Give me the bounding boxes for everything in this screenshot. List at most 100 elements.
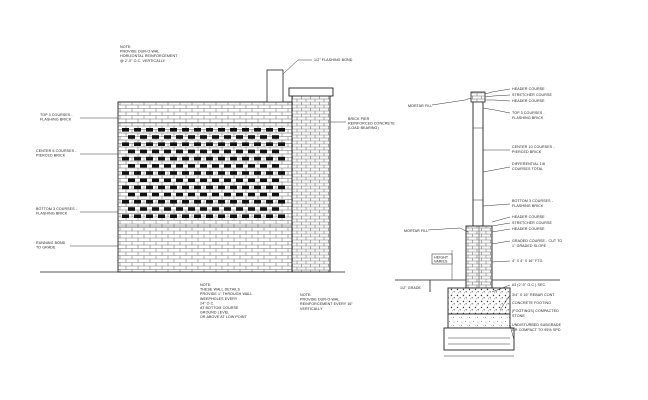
pierced-opening (230, 185, 237, 190)
section-wall-stem (472, 99, 484, 227)
pierced-opening (266, 171, 273, 175)
svg-text:#3 (2'-0" O.C.) SEC.: #3 (2'-0" O.C.) SEC. (512, 283, 546, 287)
subgrade-hatch (448, 337, 510, 345)
pierced-opening (194, 185, 201, 190)
pierced-opening (260, 164, 267, 168)
label-pier: BRICK PIER REINFORCED CONCRETE (LOAD BEA… (348, 117, 396, 130)
pierced-opening (170, 214, 177, 218)
mortar-fill-bottom-leader (427, 227, 469, 233)
pierced-opening (170, 185, 177, 190)
pierced-opening (254, 200, 261, 204)
pierced-opening (122, 185, 129, 190)
pierced-opening (218, 214, 225, 218)
pierced-opening (224, 164, 231, 168)
pierced-opening (218, 171, 225, 175)
pierced-opening (170, 200, 177, 204)
height-label-box (431, 253, 453, 265)
pierced-opening (170, 171, 177, 175)
pierced-opening (272, 149, 279, 154)
pierced-opening (236, 178, 243, 182)
pierced-opening (152, 149, 159, 154)
pierced-opening (260, 135, 267, 139)
pierced-opening (176, 164, 183, 168)
pierced-opening (224, 135, 231, 139)
pierced-opening (266, 156, 273, 161)
pierced-opening (272, 135, 279, 139)
svg-text:1" GRADED SLOPE: 1" GRADED SLOPE (512, 244, 547, 248)
svg-text:STRETCHER COURSE: STRETCHER COURSE (512, 93, 552, 97)
pierced-opening (236, 149, 243, 154)
pierced-opening (254, 142, 261, 146)
pierced-opening (188, 164, 195, 168)
pierced-opening (152, 178, 159, 182)
pierced-opening (254, 214, 261, 218)
pierced-opening (182, 214, 189, 218)
svg-text:(FOOTINGS) COMPACTED: (FOOTINGS) COMPACTED (512, 309, 559, 313)
svg-text:CONCRETE FOOTING: CONCRETE FOOTING (512, 301, 551, 305)
pierced-opening (248, 149, 255, 154)
pierced-opening (206, 185, 213, 190)
pierced-opening (146, 156, 153, 161)
pierced-opening (218, 156, 225, 161)
svg-text:HEADER COURSE: HEADER COURSE (512, 87, 545, 91)
pierced-opening (230, 156, 237, 161)
pierced-opening (230, 128, 237, 132)
section-labels-low: BOTTOM 3 COURSES - FLASHING BRICK HEADER… (482, 199, 562, 248)
pierced-opening (188, 135, 195, 139)
pierced-opening (188, 207, 195, 211)
pierced-opening (164, 192, 171, 197)
section-labels-top: HEADER COURSE STRETCHER COURSE HEADER CO… (482, 87, 552, 120)
pierced-opening (152, 135, 159, 139)
pierced-opening (206, 156, 213, 161)
pierced-opening (176, 192, 183, 197)
flue-stack (266, 69, 284, 103)
svg-text:FLASHING BRICK: FLASHING BRICK (512, 204, 544, 208)
pierced-opening (266, 185, 273, 190)
pierced-opening (134, 156, 141, 161)
pierced-opening (176, 178, 183, 182)
pierced-opening (128, 207, 135, 211)
pierced-opening (212, 192, 219, 197)
pierced-opening (164, 178, 171, 182)
pierced-opening (134, 171, 141, 175)
pierced-opening (164, 135, 171, 139)
mortar-fill-top-label: MORTAR FILL (408, 104, 433, 108)
pierced-opening (152, 164, 159, 168)
pierced-opening (146, 142, 153, 146)
pierced-opening (200, 178, 207, 182)
svg-text:STRETCHER COURSE: STRETCHER COURSE (512, 221, 552, 225)
pierced-opening (128, 178, 135, 182)
pierced-opening (278, 185, 285, 190)
pierced-opening (272, 207, 279, 211)
pierced-opening (200, 164, 207, 168)
pierced-opening (218, 185, 225, 190)
pierced-opening (236, 135, 243, 139)
pierced-opening (194, 128, 201, 132)
svg-text:BOTTOM 3 COURSES -: BOTTOM 3 COURSES - (512, 199, 554, 203)
pierced-opening (140, 192, 147, 197)
pierced-opening (224, 207, 231, 211)
pierced-opening (182, 156, 189, 161)
pierced-opening (278, 128, 285, 132)
pierced-opening (266, 200, 273, 204)
pierced-opening (164, 207, 171, 211)
pierced-opening (182, 185, 189, 190)
pierced-opening (128, 164, 135, 168)
svg-text:STONE: STONE (512, 314, 525, 318)
pierced-opening (188, 178, 195, 182)
svg-text:FLASHING BRICK: FLASHING BRICK (512, 116, 544, 120)
pierced-opening (122, 142, 129, 146)
pierced-opening (158, 156, 165, 161)
pierced-opening (260, 178, 267, 182)
pierced-opening (170, 128, 177, 132)
pierced-opening (248, 178, 255, 182)
flue-leader (282, 59, 312, 75)
pierced-opening (182, 142, 189, 146)
pierced-opening (164, 164, 171, 168)
pierced-opening (140, 149, 147, 154)
mortar-fill-bottom-label: MORTAR FILL (404, 229, 429, 233)
pierced-opening (260, 192, 267, 197)
pierced-opening (164, 149, 171, 154)
pierced-opening (158, 185, 165, 190)
pierced-opening (200, 135, 207, 139)
